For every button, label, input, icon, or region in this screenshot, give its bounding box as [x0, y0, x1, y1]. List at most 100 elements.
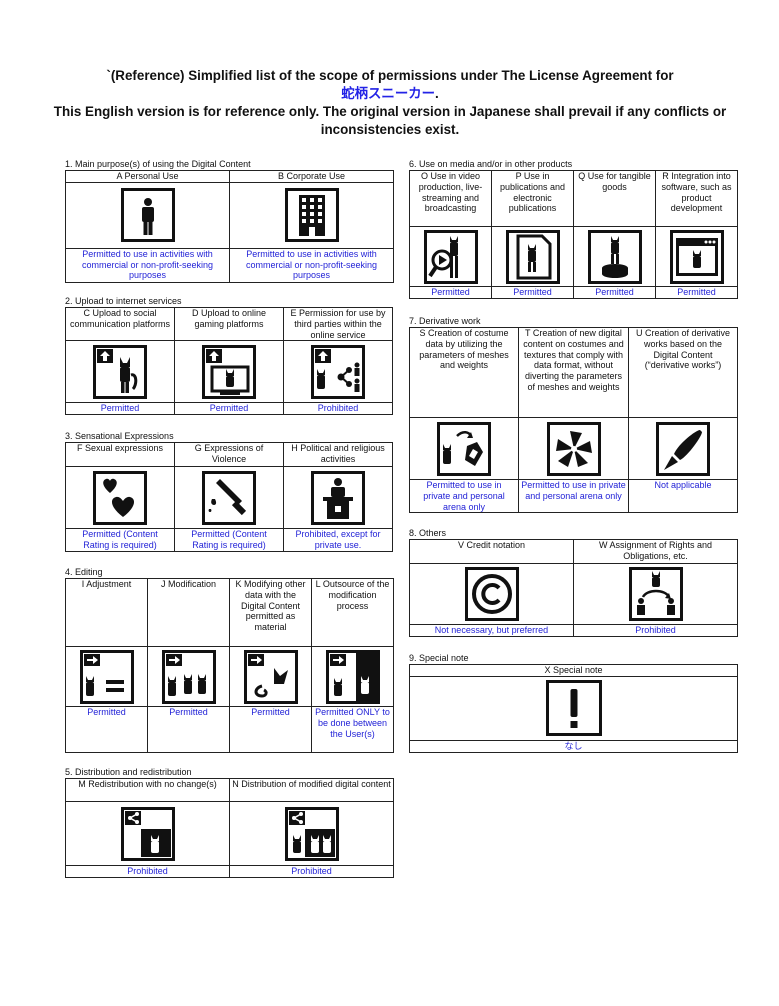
knife-icon: [202, 470, 256, 525]
section-main-purpose: 1. Main purpose(s) of using the Digital …: [65, 159, 394, 283]
cell-icon-q: [573, 226, 656, 287]
cell-label-t: T Creation of new digital content on cos…: [518, 327, 629, 418]
cell-status-w: Prohibited: [573, 624, 738, 637]
cell-status-c: Permitted: [65, 402, 175, 416]
section-editing: 4. Editing I Adjustment J Modification K…: [65, 567, 394, 753]
copyright-icon: [464, 567, 519, 621]
cell-icon-b: [229, 181, 394, 249]
modify-icon: [161, 649, 216, 704]
cell-icon-u: [628, 417, 738, 480]
cell-label-e: E Permission for use by third parties wi…: [283, 306, 393, 342]
section-title: 2. Upload to internet services: [65, 296, 182, 306]
cell-status-x: なし: [409, 739, 738, 753]
document-title: `(Reference) Simplified list of the scop…: [40, 67, 740, 139]
section-title: 5. Distribution and redistribution: [65, 767, 192, 777]
cell-icon-m: [65, 801, 230, 866]
cell-status-t: Permitted to use in private and personal…: [518, 478, 629, 514]
cell-status-i: Permitted: [65, 706, 148, 753]
title-period: .: [435, 86, 439, 101]
section-derivative: 7. Derivative work S Creation of costume…: [409, 316, 738, 514]
section-sensational: 3. Sensational Expressions F Sexual expr…: [65, 431, 393, 552]
upload-social-icon: [93, 344, 147, 399]
cell-icon-e: [283, 340, 393, 404]
cell-icon-v: [409, 563, 574, 625]
pen-nib-icon: [656, 421, 710, 476]
cell-icon-l: [311, 646, 394, 707]
cell-icon-w: [573, 563, 738, 625]
figure-icon: [587, 229, 642, 284]
cell-status-j: Permitted: [147, 706, 230, 753]
section-media: 6. Use on media and/or in other products…: [409, 159, 738, 299]
section-special: 9. Special note X Special note なし: [409, 653, 738, 753]
building-icon: [284, 188, 339, 243]
cell-label-b: B Corporate Use: [229, 170, 394, 183]
cell-label-l: L Outsource of the modification process: [311, 578, 394, 647]
section-upload: 2. Upload to internet services C Upload …: [65, 296, 393, 416]
section-distribution: 5. Distribution and redistribution M Red…: [65, 767, 394, 878]
cell-status-l: Permitted ONLY to be done between the Us…: [311, 706, 394, 753]
assignment-icon: [628, 567, 683, 621]
cell-icon-c: [65, 340, 175, 404]
cell-label-g: G Expressions of Violence: [174, 442, 284, 467]
cell-icon-x: [409, 675, 738, 741]
person-icon: [120, 188, 175, 243]
cell-label-q: Q Use for tangible goods: [573, 170, 656, 227]
cell-status-q: Permitted: [573, 286, 656, 299]
cell-label-f: F Sexual expressions: [65, 442, 175, 467]
cell-label-d: D Upload to online gaming platforms: [174, 306, 284, 342]
cell-label-r: R Integration into software, such as pro…: [655, 170, 738, 227]
cell-icon-o: [409, 226, 492, 287]
cell-label-k: K Modifying other data with the Digital …: [229, 578, 312, 647]
distribute-modified-icon: [284, 806, 339, 861]
section-title: 7. Derivative work: [409, 316, 481, 326]
permission-table: S Creation of costume data by utilizing …: [409, 327, 738, 514]
cell-icon-g: [174, 466, 284, 529]
cell-status-a: Permitted to use in activities with comm…: [65, 247, 230, 283]
cell-label-c: C Upload to social communication platfor…: [65, 306, 175, 342]
costume-new-icon: [546, 421, 601, 476]
cell-icon-a: [65, 181, 230, 249]
cell-label-v: V Credit notation: [409, 539, 574, 564]
adjust-icon: [79, 649, 134, 704]
cell-status-e: Prohibited: [283, 402, 393, 416]
cell-icon-p: [491, 226, 574, 287]
cell-icon-s: [409, 417, 519, 480]
section-title: 1. Main purpose(s) of using the Digital …: [65, 159, 251, 169]
cell-status-s: Permitted to use in private and personal…: [409, 478, 519, 514]
permission-table: V Credit notation W Assignment of Rights…: [409, 539, 738, 637]
modify-other-icon: [243, 649, 298, 704]
cell-status-u: Not applicable: [628, 478, 738, 514]
cell-status-k: Permitted: [229, 706, 312, 753]
hearts-icon: [93, 470, 147, 525]
cell-status-m: Prohibited: [65, 865, 230, 878]
cell-icon-t: [518, 417, 629, 480]
cell-icon-d: [174, 340, 284, 404]
section-title: 3. Sensational Expressions: [65, 431, 174, 441]
cell-status-p: Permitted: [491, 286, 574, 299]
publication-icon: [505, 229, 560, 284]
cell-icon-h: [283, 466, 393, 529]
title-disclaimer: This English version is for reference on…: [53, 104, 727, 137]
cell-label-n: N Distribution of modified digital conte…: [229, 778, 394, 802]
cell-status-b: Permitted to use in activities with comm…: [229, 247, 394, 283]
cell-label-o: O Use in video production, live-streamin…: [409, 170, 492, 227]
permission-table: I Adjustment J Modification K Modifying …: [65, 578, 394, 753]
section-title: 9. Special note: [409, 653, 469, 663]
product-name: 蛇柄スニーカー: [341, 86, 435, 101]
cell-icon-i: [65, 646, 148, 707]
permission-table: A Personal Use B Corporate Use Permitted…: [65, 170, 394, 283]
cell-status-g: Permitted (Content Rating is required): [174, 528, 284, 552]
section-others: 8. Others V Credit notation W Assignment…: [409, 528, 738, 637]
cell-icon-j: [147, 646, 230, 707]
section-title: 4. Editing: [65, 567, 103, 577]
cell-label-j: J Modification: [147, 578, 230, 647]
permission-table: O Use in video production, live-streamin…: [409, 170, 738, 299]
upload-gaming-icon: [202, 344, 256, 399]
permission-table: M Redistribution with no change(s) N Dis…: [65, 778, 394, 878]
podium-icon: [311, 470, 365, 525]
cell-status-v: Not necessary, but preferred: [409, 624, 574, 637]
cell-status-r: Permitted: [655, 286, 738, 299]
cell-label-w: W Assignment of Rights and Obligations, …: [573, 539, 738, 564]
cell-label-s: S Creation of costume data by utilizing …: [409, 327, 519, 418]
section-title: 8. Others: [409, 528, 447, 538]
